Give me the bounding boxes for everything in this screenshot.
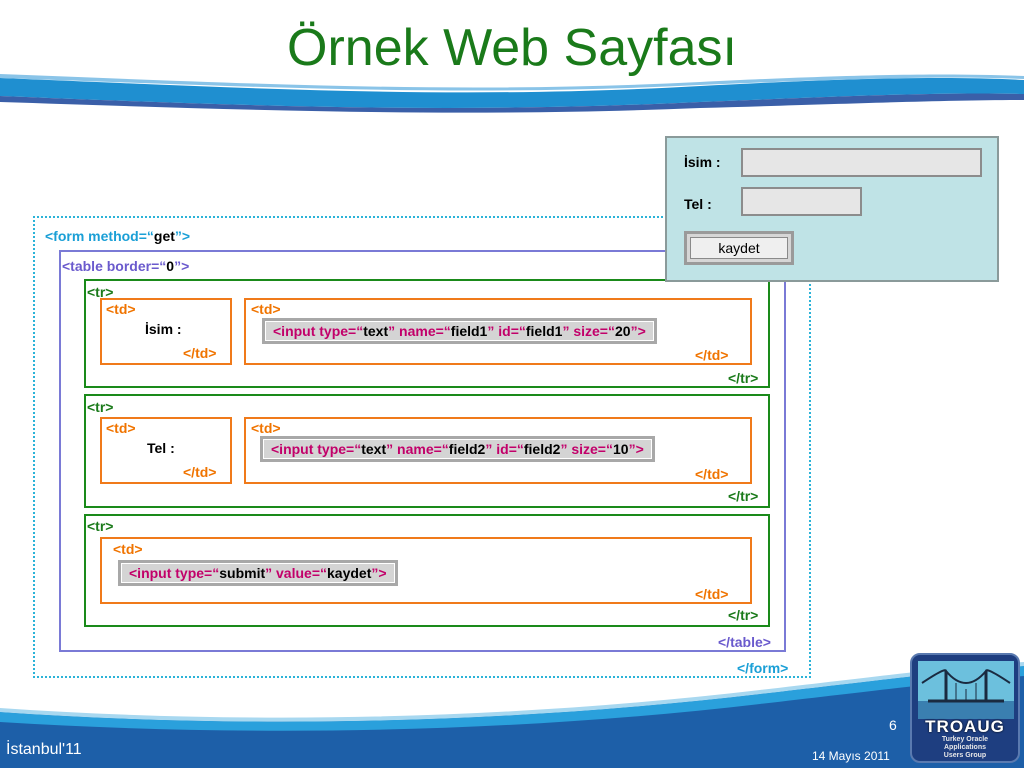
td-open-tag-row1-label: <td>	[106, 301, 136, 317]
form-box	[33, 216, 811, 678]
preview-isim-label: İsim :	[684, 154, 721, 170]
preview-tel-input[interactable]	[741, 187, 862, 216]
preview-tel-label: Tel :	[684, 196, 712, 212]
tr-box-row3	[84, 514, 770, 627]
tr-close-tag-row2: </tr>	[728, 488, 759, 504]
row2-label-text: Tel :	[147, 440, 175, 456]
td-box-row2-label	[100, 417, 232, 484]
logo-subtitle: Turkey Oracle Applications Users Group	[941, 736, 989, 759]
preview-kaydet-button[interactable]: kaydet	[684, 231, 794, 265]
troaug-logo: TROAUG Turkey Oracle Applications Users …	[910, 653, 1020, 763]
form-open-tag: <form method=“get”>	[45, 228, 191, 244]
footer-date: 14 Mayıs 2011	[812, 749, 890, 763]
table-open-tag: <table border=“0”>	[62, 258, 190, 274]
td-box-row1-label	[100, 298, 232, 365]
tr-close-tag-row1: </tr>	[728, 370, 759, 386]
row1-label-text: İsim :	[145, 321, 182, 337]
tr-box-row1	[84, 279, 770, 388]
tr-open-tag-row3: <tr>	[87, 518, 114, 534]
td-close-tag-row3: </td>	[695, 586, 729, 602]
td-box-row3	[100, 537, 752, 604]
preview-isim-input[interactable]	[741, 148, 982, 177]
bridge-icon	[918, 661, 1014, 719]
td-close-tag-row2-label: </td>	[183, 464, 217, 480]
td-close-tag-row2-input: </td>	[695, 466, 729, 482]
input1-code: <input type=“text” name=“field1” id=“fie…	[262, 318, 657, 344]
input2-code: <input type=“text” name=“field2” id=“fie…	[260, 436, 655, 462]
td-box-row2-input	[244, 417, 752, 484]
tr-box-row2	[84, 394, 770, 508]
top-wave-decoration	[0, 74, 1024, 113]
td-open-tag-row3: <td>	[113, 541, 143, 557]
preview-kaydet-button-label: kaydet	[690, 237, 788, 259]
logo-name: TROAUG	[925, 717, 1005, 736]
slide-title: Örnek Web Sayfası	[287, 19, 737, 77]
td-open-tag-row2-input: <td>	[251, 420, 281, 436]
tr-open-tag-row1: <tr>	[87, 284, 114, 300]
td-close-tag-row1-input: </td>	[695, 347, 729, 363]
page-number: 6	[889, 717, 897, 733]
input3-code: <input type=“submit” value=“kaydet”>	[118, 560, 398, 586]
form-close-tag: </form>	[737, 660, 789, 676]
bottom-wave-decoration	[0, 662, 1024, 768]
td-open-tag-row2-label: <td>	[106, 420, 136, 436]
td-close-tag-row1-label: </td>	[183, 345, 217, 361]
table-box	[59, 250, 786, 652]
table-close-tag: </table>	[718, 634, 771, 650]
footer-location: İstanbul'11	[6, 741, 82, 758]
tr-open-tag-row2: <tr>	[87, 399, 114, 415]
tr-close-tag-row3: </tr>	[728, 607, 759, 623]
td-open-tag-row1-input: <td>	[251, 301, 281, 317]
td-box-row1-input	[244, 298, 752, 365]
